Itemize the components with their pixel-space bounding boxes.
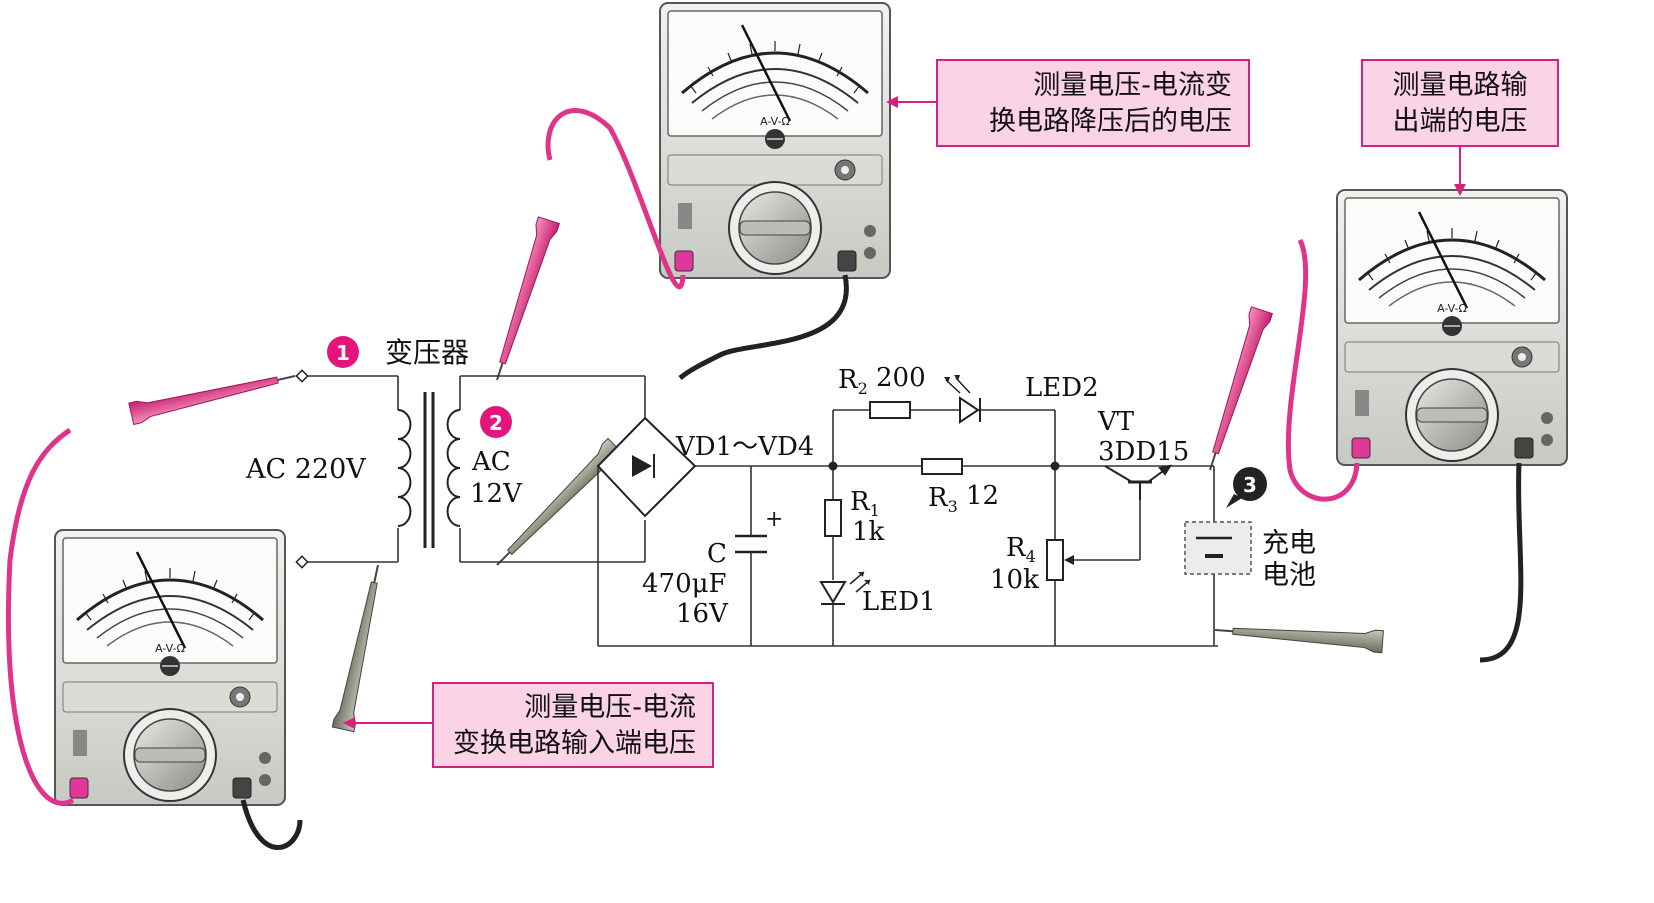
lead-right-black — [1479, 462, 1524, 663]
note-top-line2: 换电路降压后的电压 — [989, 106, 1232, 137]
note-top-line1: 测量电压-电流变 — [1033, 70, 1232, 101]
note-right-line1: 测量电路输 — [1393, 70, 1528, 101]
marker-2-text: 2 — [489, 411, 503, 435]
input-terminal-bottom — [295, 555, 309, 569]
probe-right-black — [1213, 618, 1385, 654]
lead-right-red — [1285, 238, 1360, 502]
resistor-r2-symbol — [869, 401, 911, 419]
vt-type: 3DD15 — [1098, 437, 1189, 467]
note-right-arrowhead — [1454, 184, 1466, 196]
capacitor-name: C — [707, 539, 727, 569]
battery-label-1: 充电 — [1262, 528, 1316, 559]
r3-subscript: 3 — [948, 497, 958, 516]
led2-symbol — [944, 375, 981, 424]
ac-output-label-2: 12V — [470, 479, 523, 509]
lead-bottom-red — [5, 427, 75, 806]
capacitor-symbol — [735, 534, 767, 554]
probe-left-red — [127, 364, 299, 426]
r4-subscript: 4 — [1026, 547, 1036, 566]
battery-symbol — [1184, 521, 1252, 575]
marker-1: 1 — [327, 336, 359, 368]
bridge-rectifier-symbol — [596, 416, 697, 518]
r1-value: 1k — [852, 517, 885, 547]
r2-value: 200 — [876, 363, 926, 393]
lead-top-black — [678, 274, 849, 380]
led1-label: LED1 — [862, 587, 936, 617]
capacitor-plus: + — [765, 507, 783, 532]
wiring — [305, 375, 1218, 647]
transistor-vt-symbol — [1104, 464, 1173, 500]
r2-subscript: 2 — [858, 379, 868, 398]
meter-bottom-face-label: A-V-Ω — [155, 642, 185, 655]
r1-letter: R — [850, 487, 871, 517]
r4-name: R4 — [1006, 533, 1036, 566]
probe-right-red — [1198, 305, 1274, 475]
ac-output-label-1: AC — [471, 447, 511, 477]
probe-top-red — [485, 215, 561, 385]
note-right: 测量电路输 出端的电压 — [1361, 59, 1559, 147]
transformer-symbol — [397, 392, 461, 548]
note-right-line2: 出端的电压 — [1393, 106, 1528, 137]
capacitor-value: 470μF — [642, 569, 727, 599]
note-top: 测量电压-电流变 换电路降压后的电压 — [936, 59, 1250, 147]
junction-dots — [828, 461, 1060, 471]
led1-symbol — [819, 571, 871, 605]
potentiometer-r4-symbol — [1046, 539, 1074, 581]
r1-subscript: 1 — [870, 501, 880, 520]
bridge-label: VD1～VD4 — [675, 432, 814, 462]
r1-name: R1 — [850, 487, 880, 520]
r4-letter: R — [1006, 533, 1027, 563]
note-bottom: 测量电压-电流 变换电路输入端电压 — [432, 682, 714, 768]
meter-right-face-label: A-V-Ω — [1437, 302, 1467, 315]
note-bottom-line1: 测量电压-电流 — [524, 692, 696, 723]
multimeter-top — [658, 1, 892, 280]
note-top-arrowhead — [886, 96, 898, 108]
note-bottom-arrowhead — [343, 717, 355, 729]
marker-3: 3 — [1226, 467, 1267, 508]
lead-top-red — [545, 108, 686, 290]
ac-input-label: AC 220V — [245, 454, 366, 485]
input-terminal-top — [295, 369, 309, 383]
capacitor-voltage: 16V — [676, 599, 729, 629]
battery-label-2: 电池 — [1262, 560, 1316, 591]
led2-label: LED2 — [1025, 373, 1099, 403]
resistor-r3-symbol — [921, 458, 963, 475]
note-bottom-line2: 变换电路输入端电压 — [453, 728, 696, 759]
lead-bottom-black — [240, 799, 303, 850]
marker-1-text: 1 — [336, 341, 350, 365]
vt-name: VT — [1097, 407, 1135, 437]
meter-top-face-label: A-V-Ω — [760, 115, 790, 128]
r4-value: 10k — [990, 565, 1039, 595]
resistor-r1-symbol — [824, 499, 842, 537]
r2-letter: R — [838, 365, 859, 395]
r3-name: R3 — [928, 483, 958, 516]
marker-2: 2 — [480, 406, 512, 438]
probe-bottom-black — [331, 561, 390, 733]
marker-3-text: 3 — [1243, 473, 1257, 497]
transformer-label: 变压器 — [385, 336, 469, 369]
multimeter-bottom — [53, 528, 287, 807]
r3-value: 12 — [966, 481, 999, 511]
r3-letter: R — [928, 483, 949, 513]
r2-name: R2 — [838, 365, 868, 398]
multimeter-right — [1335, 188, 1569, 467]
